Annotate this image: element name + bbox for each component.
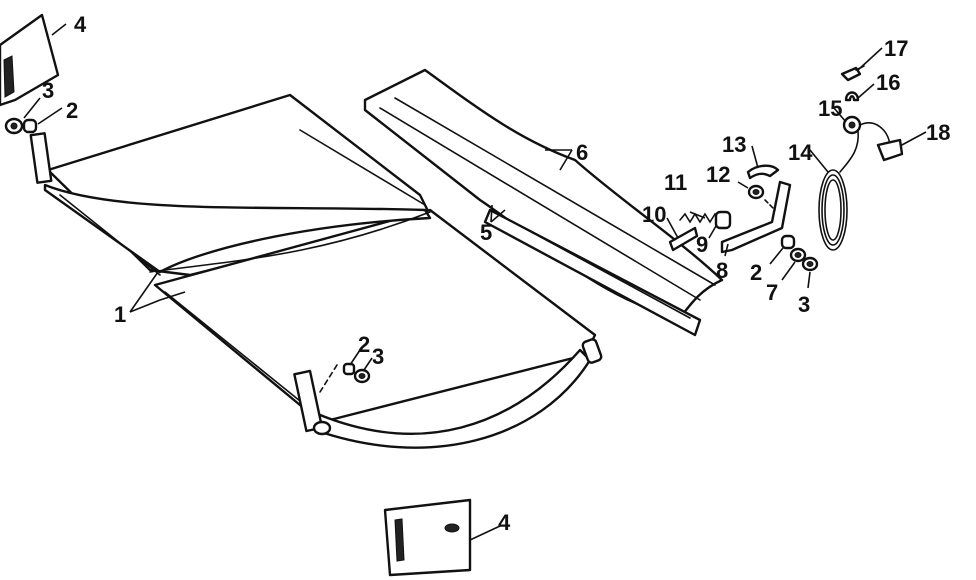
- callout-2-top: 2: [66, 98, 78, 123]
- callout-6: 6: [576, 140, 588, 165]
- callout-14: 14: [788, 140, 813, 165]
- part-9-roller: [714, 210, 732, 230]
- part-13-clip: [746, 164, 780, 180]
- part-3-washer-top-left: [4, 117, 24, 135]
- part-2-bushing-right: [780, 234, 796, 250]
- part-7-washer: [789, 247, 807, 263]
- callout-12: 12: [706, 162, 730, 187]
- part-4-plate-bottom: [383, 498, 472, 577]
- part-12-nut: [747, 184, 765, 200]
- part-15-grommet: [842, 115, 862, 135]
- callout-numbers: 4 3 2 1 2 3 5 6 11 12 13 10 9 8 2 7 3 14…: [42, 12, 950, 535]
- callout-18: 18: [926, 120, 950, 145]
- callout-2-right: 2: [750, 260, 762, 285]
- callout-4-bottom: 4: [498, 510, 511, 535]
- callout-17: 17: [884, 36, 908, 61]
- part-3-washer-right: [801, 256, 819, 272]
- callout-5: 5: [480, 220, 492, 245]
- part-8-lever: [720, 180, 792, 254]
- leader-lines: [23, 23, 927, 541]
- callout-3-right: 3: [798, 292, 810, 317]
- callout-11: 11: [664, 170, 687, 195]
- callout-10: 10: [642, 202, 666, 227]
- part-10-bracket: [668, 226, 699, 252]
- callout-3-bottom: 3: [372, 344, 384, 369]
- callout-16: 16: [876, 70, 900, 95]
- part-14-cable-coil: [818, 129, 860, 251]
- part-2-bushing-top-left: [22, 118, 38, 134]
- part-18-plug: [859, 122, 904, 162]
- callout-7: 7: [766, 280, 778, 305]
- callout-13: 13: [722, 132, 746, 157]
- part-3-washer-bottom: [353, 368, 371, 384]
- callout-1: 1: [114, 302, 126, 327]
- part-4-plate-top: [0, 13, 60, 107]
- callout-2-bottom: 2: [358, 332, 370, 357]
- callout-9: 9: [696, 232, 708, 257]
- part-2-bushing-bottom: [342, 362, 356, 376]
- part-5-rail: [483, 208, 702, 337]
- part-16-clamp: [844, 91, 860, 102]
- callout-4-top: 4: [74, 12, 87, 37]
- callout-3-top: 3: [42, 78, 54, 103]
- callout-15: 15: [818, 96, 842, 121]
- callout-8: 8: [716, 258, 728, 283]
- part-1-main-pan: [29, 93, 603, 449]
